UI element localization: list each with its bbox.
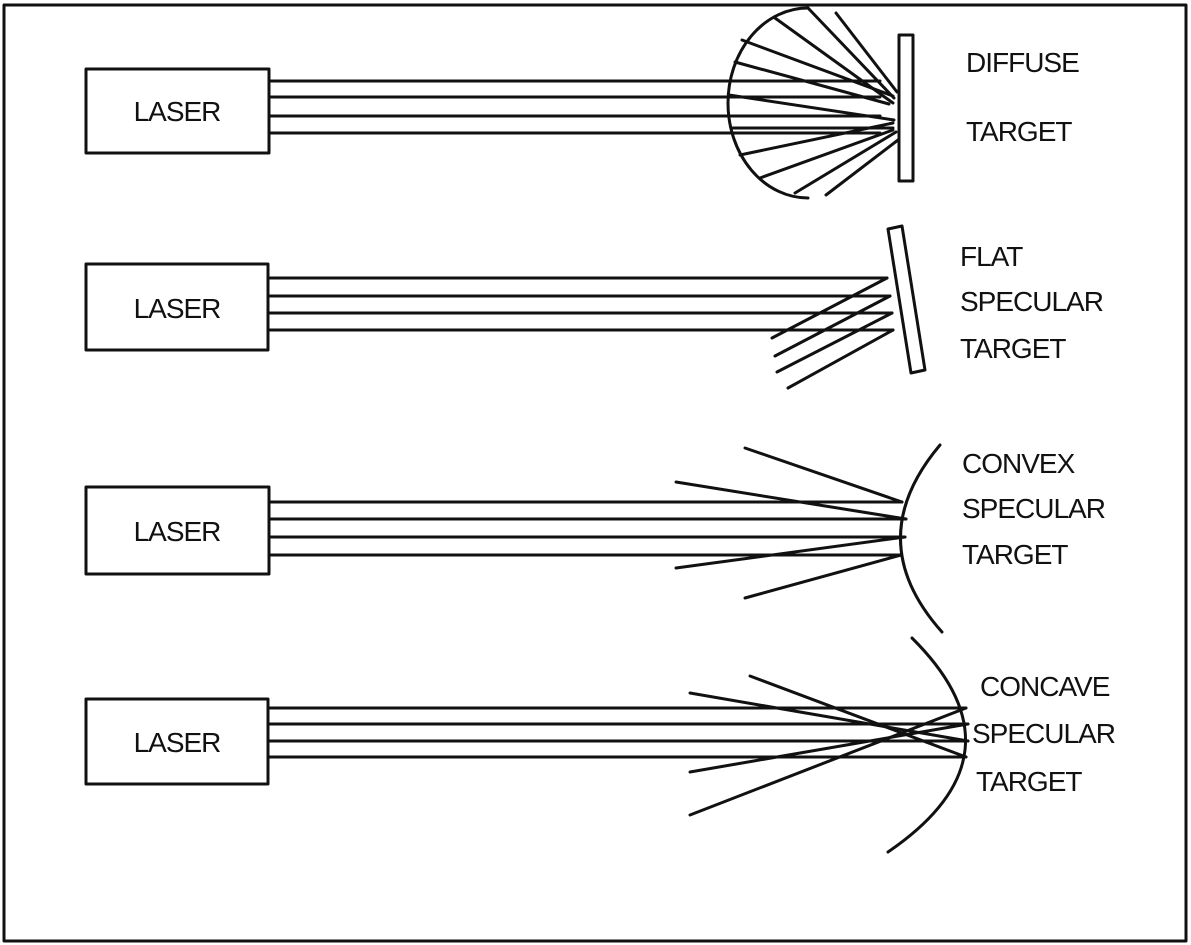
laser-label-1: LASER (134, 96, 221, 127)
flat-reflected-rays (770, 276, 895, 390)
laser-box-2 (84, 262, 270, 352)
target-label-2-line-1: FLAT (960, 241, 1023, 272)
target-label-2-line-3: TARGET (960, 333, 1066, 364)
target-label-1-line-1: DIFFUSE (966, 47, 1079, 78)
target-label-3-line-3: TARGET (962, 539, 1068, 570)
panel-flat-specular (84, 224, 927, 390)
panel-diffuse (84, 6, 915, 200)
diffuse-target-plate (897, 33, 915, 183)
concave-reflected-rays (688, 674, 970, 817)
figure-frame (2, 3, 1188, 943)
target-label-4-line-3: TARGET (976, 766, 1082, 797)
target-label-4-line-2: SPECULAR (972, 718, 1115, 749)
target-label-2-line-2: SPECULAR (960, 286, 1103, 317)
laser-label-4: LASER (134, 727, 221, 758)
beam-3 (267, 500, 908, 557)
convex-mirror (899, 443, 944, 634)
laser-label-2: LASER (134, 293, 221, 324)
target-label-1-line-2: TARGET (966, 116, 1072, 147)
beam-1 (267, 79, 882, 135)
laser-box-1 (84, 67, 271, 155)
diffuse-scatter-rays (727, 6, 900, 197)
target-label-3-line-2: SPECULAR (962, 493, 1105, 524)
laser-box-3 (84, 485, 271, 576)
beam-4 (266, 706, 970, 759)
target-label-3-line-1: CONVEX (962, 448, 1076, 479)
panel-convex-specular (84, 443, 944, 634)
convex-reflected-rays (674, 446, 908, 600)
text-layer: LASER LASER LASER LASER DIFFUSE TARGET F… (134, 47, 1116, 797)
flat-target-plate (886, 224, 927, 375)
concave-mirror (886, 636, 968, 854)
laser-label-3: LASER (134, 516, 221, 547)
panel-concave-specular (84, 636, 970, 854)
target-label-4-line-1: CONCAVE (980, 671, 1110, 702)
diffuse-scatter-envelope (726, 6, 810, 200)
